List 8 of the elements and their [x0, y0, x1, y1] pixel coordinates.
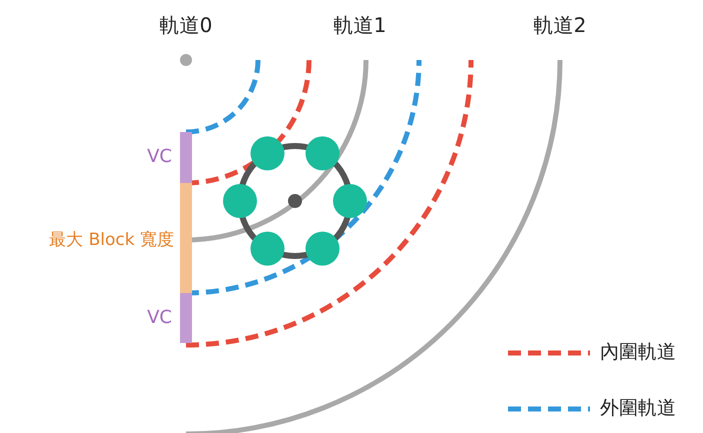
orbit-label: 軌道0: [160, 14, 212, 36]
orbit-label: 軌道1: [334, 14, 386, 36]
orbit-label: 軌道2: [534, 14, 586, 36]
legend-text: 內圍軌道: [600, 341, 676, 363]
vc-label: VC: [147, 307, 172, 329]
vc-label: VC: [147, 146, 172, 168]
legend-text: 外圍軌道: [600, 397, 676, 419]
width-label: 最大 Block 寬度: [49, 229, 174, 251]
